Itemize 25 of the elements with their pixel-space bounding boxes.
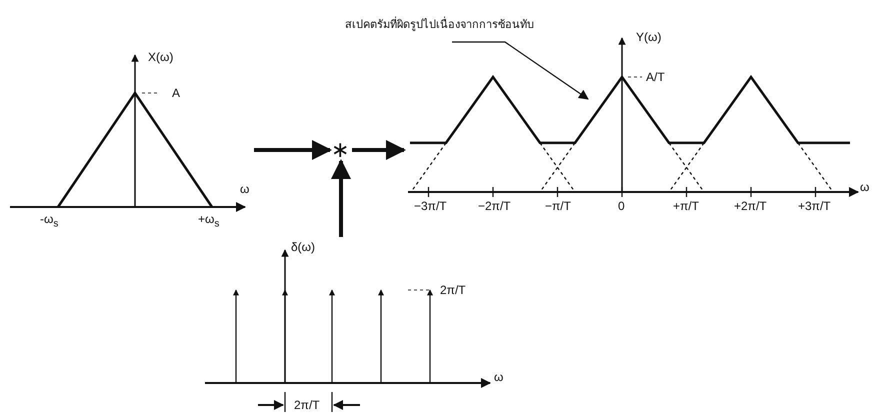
value-label: 2π/T — [440, 283, 466, 297]
arrow — [254, 140, 332, 160]
convolution-symbol: ∗ — [331, 140, 349, 160]
arrow — [331, 159, 351, 237]
axis-label: ω — [860, 180, 870, 194]
tick-label: +2π/T — [734, 199, 767, 213]
dimension-label: 2π/T — [294, 398, 320, 412]
tick-label: +3π/T — [798, 199, 831, 213]
arrow — [352, 140, 406, 160]
tick-label: +ω$_{s}$ — [198, 212, 220, 232]
axis-label: Y(ω) — [636, 30, 662, 44]
tick-label: −3π/T — [414, 199, 447, 213]
tick-label: +π/T — [673, 199, 699, 213]
tick-label: 0 — [618, 199, 625, 213]
tick-label: −π/T — [545, 199, 571, 213]
axis-label: ω — [494, 370, 504, 384]
annotation-text: สเปคตรัมที่ผิดรูปไปเนื่องจากการซ้อนทับ — [345, 18, 534, 32]
tick-label: −2π/T — [478, 199, 511, 213]
value-label: A — [172, 86, 180, 100]
axis-label: ω — [240, 182, 250, 196]
axis-label: X(ω) — [148, 50, 174, 64]
tick-label: -ω$_{s}$ — [40, 212, 58, 232]
leader-line — [452, 41, 589, 100]
value-label: A/T — [646, 70, 665, 84]
axis-label: δ(ω) — [291, 240, 316, 254]
